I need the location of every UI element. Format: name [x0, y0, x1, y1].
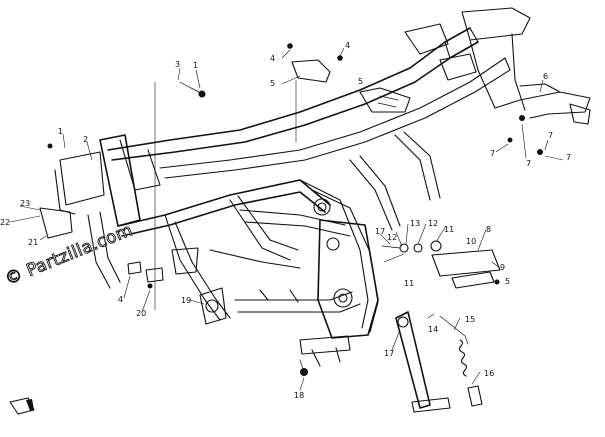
headstock — [39, 134, 161, 239]
callout-18: 18 — [294, 391, 304, 400]
stand-bracket — [381, 240, 501, 289]
engine-mount-front — [171, 247, 227, 325]
callout-23: 23 — [20, 199, 30, 208]
callout-4: 4 — [345, 41, 350, 50]
callout-7: 7 — [566, 153, 571, 162]
callout-2: 2 — [83, 135, 88, 144]
callout-20: 20 — [136, 309, 146, 318]
callout-21: 21 — [28, 238, 38, 247]
callout-17: 17 — [384, 349, 394, 358]
bracket-part-bottom-left — [9, 397, 35, 415]
callout-7: 7 — [490, 149, 495, 158]
callout-5: 5 — [358, 77, 363, 86]
callout-17: 17 — [375, 227, 385, 236]
callout-6: 6 — [543, 72, 548, 81]
callout-19: 19 — [181, 296, 191, 305]
callout-12: 12 — [387, 233, 397, 242]
callout-4: 4 — [270, 54, 275, 63]
frame-down-tubes — [87, 179, 379, 333]
front-lower-bracket — [299, 335, 351, 367]
frame-top-rails — [107, 27, 511, 179]
callout-7: 7 — [526, 159, 531, 168]
callout-1: 1 — [193, 61, 198, 70]
side-stand — [395, 311, 483, 413]
callout-7: 7 — [548, 131, 553, 140]
callout-14: 14 — [428, 325, 438, 334]
callout-8: 8 — [486, 225, 491, 234]
leader-lines — [9, 47, 564, 391]
cross-members — [209, 131, 441, 313]
callout-11: 11 — [404, 279, 414, 288]
callout-3: 3 — [175, 60, 180, 69]
callout-5: 5 — [505, 277, 510, 286]
callout-10: 10 — [466, 237, 476, 246]
callout-13: 13 — [410, 219, 420, 228]
callout-5: 5 — [270, 79, 275, 88]
part-callouts: 1 2 3 1 4 5 4 5 6 7 7 7 7 8 9 10 11 11 1… — [0, 41, 571, 400]
callout-9: 9 — [500, 263, 505, 272]
callout-1: 1 — [58, 127, 63, 136]
callout-15: 15 — [465, 315, 475, 324]
rear-subframe — [359, 7, 591, 125]
pivot-plate — [313, 198, 379, 339]
callout-11: 11 — [444, 225, 454, 234]
hardware-bolts — [47, 43, 543, 376]
callout-12: 12 — [428, 219, 438, 228]
callout-22: 22 — [0, 218, 10, 227]
callout-16: 16 — [484, 369, 494, 378]
watermark: © Partzilla.com — [2, 220, 135, 289]
callout-4: 4 — [118, 295, 123, 304]
